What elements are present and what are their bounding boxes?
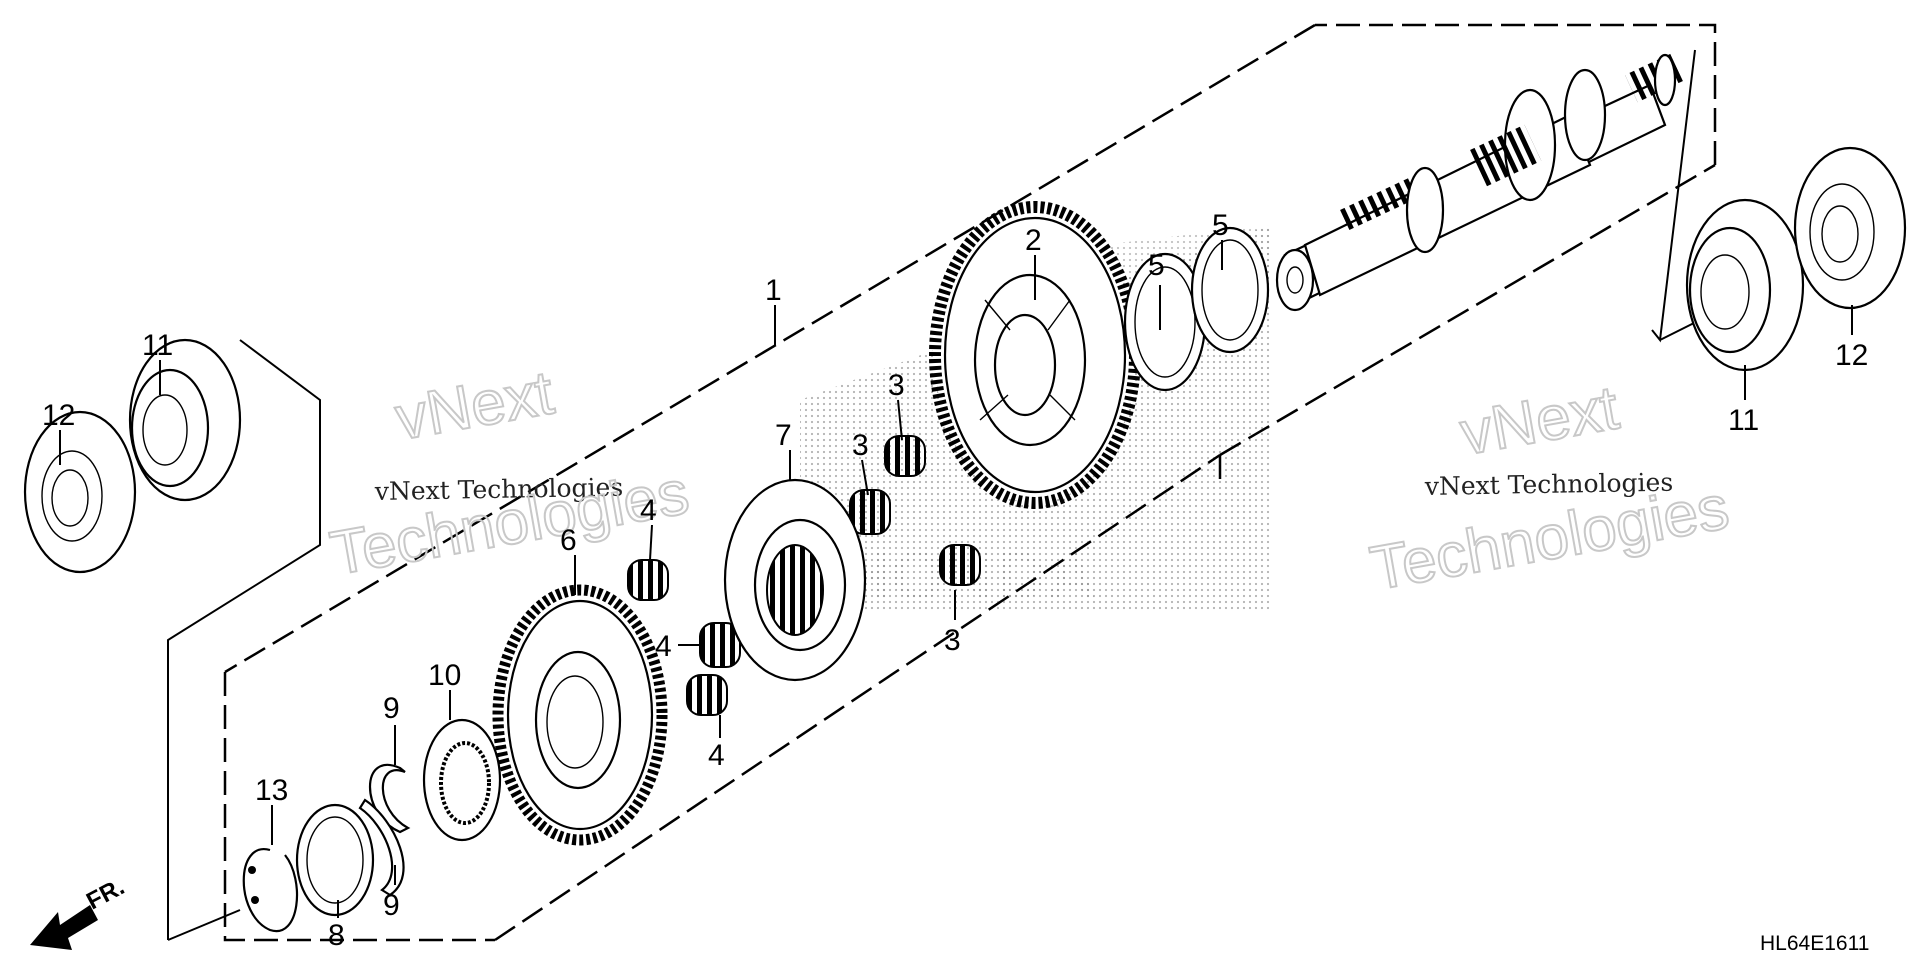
- springs: [627, 435, 981, 716]
- callout-3: 3: [888, 369, 905, 402]
- callout-5: 5: [1212, 209, 1229, 242]
- callout-6: 6: [560, 524, 577, 557]
- callout-10: 10: [428, 659, 461, 692]
- callout-labels: 1 2 3 3 3 4 4 4 5 5 6 7 8 9 9 10 11 11 1…: [42, 209, 1868, 952]
- callout-2: 2: [1025, 224, 1042, 257]
- callout-9: 9: [383, 692, 400, 725]
- shaft-assembly-outline: [223, 23, 1717, 942]
- mainshaft: [1275, 53, 1683, 312]
- callout-11: 11: [1728, 404, 1759, 437]
- svg-text:vNext Technologies: vNext Technologies: [374, 473, 624, 506]
- svg-text:vNext: vNext: [1455, 373, 1623, 468]
- medium-gear: [492, 584, 668, 846]
- callout-5: 5: [1148, 249, 1165, 282]
- front-direction-arrow: FR.: [30, 873, 129, 950]
- drawing-code: HL64E1611: [1760, 932, 1869, 955]
- washer: [295, 803, 375, 917]
- left-bearing: [128, 338, 242, 502]
- callout-11: 11: [142, 329, 173, 362]
- callout-4: 4: [655, 630, 672, 663]
- callout-12: 12: [42, 399, 75, 432]
- thrust-washers: [1123, 226, 1270, 392]
- callout-13: 13: [255, 774, 288, 807]
- callout-12: 12: [1835, 339, 1868, 372]
- damper-hub: [723, 478, 867, 682]
- callout-4: 4: [708, 739, 725, 772]
- callout-7: 7: [775, 419, 792, 452]
- leader-lines: [59, 240, 1853, 918]
- callout-3: 3: [852, 429, 869, 462]
- circlip: [242, 848, 299, 933]
- callout-4: 4: [640, 494, 657, 527]
- callout-8: 8: [328, 919, 345, 952]
- split-collars: [358, 764, 411, 897]
- right-bearing: [1685, 198, 1805, 372]
- callout-9: 9: [383, 889, 400, 922]
- left-oil-seal: [23, 410, 137, 574]
- bracket-lines: [167, 49, 1721, 941]
- svg-text:vNext Technologies: vNext Technologies: [1424, 468, 1674, 501]
- right-oil-seal: [1793, 146, 1907, 310]
- callout-3: 3: [944, 624, 961, 657]
- splined-washer: [422, 718, 502, 842]
- svg-text:vNext: vNext: [390, 358, 558, 453]
- callout-1: 1: [765, 274, 782, 307]
